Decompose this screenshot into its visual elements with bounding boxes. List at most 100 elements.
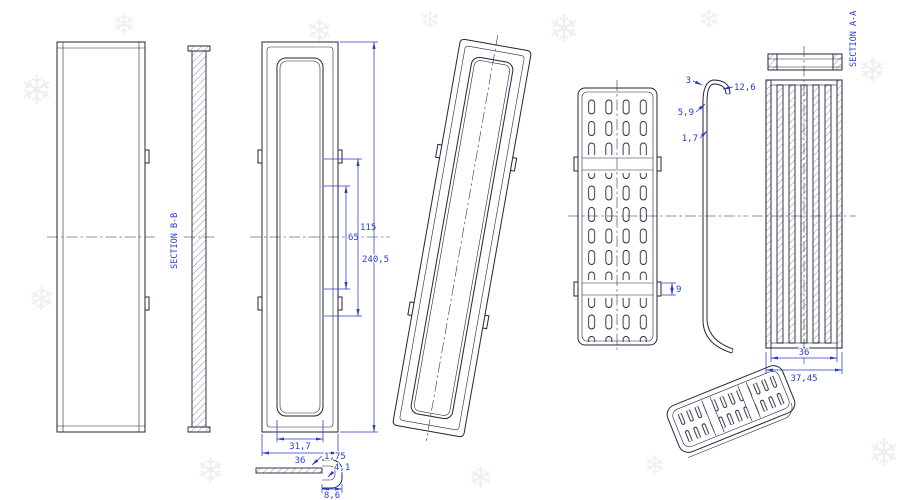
watermark-glyph: ❄ bbox=[548, 7, 580, 51]
profile-end-caps bbox=[726, 93, 734, 354]
clip-tabs bbox=[257, 149, 343, 311]
dim-text-240-5: 240,5 bbox=[362, 255, 389, 265]
dim-text-1-75: 1,75 bbox=[324, 452, 346, 462]
view-frame-front: 65 115 240,5 31,7 36 bbox=[250, 41, 390, 467]
dim-frame-width: 36 bbox=[261, 434, 339, 467]
watermark-glyph: ❄ bbox=[420, 6, 440, 34]
dim-text-4-1: 4,1 bbox=[334, 463, 350, 473]
watermark-glyph: ❄ bbox=[644, 451, 666, 481]
view-section-aa: 36 37,45 SECTION A-A bbox=[752, 10, 860, 385]
clip-inner bbox=[322, 465, 336, 481]
dim-grille-tab: 9 bbox=[662, 282, 683, 296]
clip-tabs bbox=[573, 156, 662, 297]
face-edge bbox=[399, 45, 525, 431]
dim-text-3: 3 bbox=[686, 76, 691, 86]
view-front-elevation bbox=[47, 41, 155, 433]
dim-extension-lines bbox=[662, 282, 676, 296]
inner-edges bbox=[57, 42, 145, 432]
centerline bbox=[425, 35, 499, 441]
top-view-end-sections bbox=[767, 53, 843, 71]
vent-slot-band bbox=[583, 173, 652, 280]
dim-leader bbox=[695, 103, 706, 113]
dim-text-37-45: 37,45 bbox=[790, 374, 817, 384]
dim-grille-rib-span: 36 bbox=[770, 347, 838, 362]
dim-grille-width: 37,45 bbox=[765, 352, 843, 385]
watermark-glyph: ❄ bbox=[196, 451, 225, 491]
ribs bbox=[776, 84, 832, 344]
dim-hook-depth: 5,9 bbox=[676, 103, 706, 119]
detail-wall-section: 1,75 4,1 8,6 bbox=[255, 451, 352, 500]
top-view-edges bbox=[768, 58, 842, 68]
dim-text-9: 9 bbox=[676, 285, 681, 295]
dim-extension-lines bbox=[770, 348, 838, 362]
outer-outline bbox=[392, 38, 532, 438]
dim-text-1-7: 1,7 bbox=[682, 134, 698, 144]
view-section-bb: SECTION B-B bbox=[169, 45, 216, 433]
dim-leader bbox=[722, 86, 734, 90]
view-grille-iso bbox=[666, 365, 796, 458]
outer-outline bbox=[261, 41, 339, 433]
section-bb-label: SECTION B-B bbox=[170, 213, 180, 269]
watermark-glyph: ❄ bbox=[20, 68, 54, 114]
clip-tabs bbox=[145, 149, 150, 311]
dim-text-65: 65 bbox=[348, 233, 359, 243]
dim-text-36: 36 bbox=[799, 348, 810, 358]
strap-mask bbox=[701, 397, 725, 436]
outer-outline bbox=[577, 87, 658, 346]
dim-extension-lines bbox=[324, 158, 362, 317]
outer-outline bbox=[666, 365, 796, 453]
vent-slot-band bbox=[583, 97, 652, 155]
dim-extension-lines bbox=[340, 41, 378, 433]
view-frame-tilted bbox=[392, 35, 532, 441]
dim-hook-width: 12,6 bbox=[722, 82, 757, 94]
dim-text-8-6: 8,6 bbox=[324, 491, 340, 500]
watermark-glyph: ❄ bbox=[858, 51, 887, 91]
dim-opening-width: 31,7 bbox=[276, 420, 324, 453]
opening-inner-edge bbox=[279, 60, 321, 414]
watermark-glyph: ❄ bbox=[306, 12, 333, 50]
section-body bbox=[191, 50, 207, 428]
opening-outline bbox=[276, 57, 324, 417]
outer-outline bbox=[56, 41, 146, 433]
dim-text-31-7: 31,7 bbox=[289, 442, 311, 452]
wall-strip bbox=[255, 467, 323, 474]
frame-edge bbox=[266, 46, 334, 428]
cross-straps bbox=[701, 382, 761, 436]
strap-mask bbox=[737, 382, 761, 421]
vent-slot-band bbox=[677, 375, 785, 443]
watermark-glyph: ❄ bbox=[698, 5, 720, 35]
dim-clip-height: 4,1 bbox=[327, 462, 352, 478]
watermark-glyph: ❄ bbox=[468, 461, 493, 496]
watermark-glyph: ❄ bbox=[868, 431, 900, 475]
dim-profile-thickness: 1,7 bbox=[680, 130, 708, 145]
profile-inner bbox=[706, 83, 734, 350]
opening-inner-edge bbox=[414, 60, 510, 416]
watermarks: ❄ ❄ ❄ ❄ ❄ ❄ ❄ ❄ ❄ ❄ ❄ ❄ bbox=[20, 5, 900, 496]
vent-slot-band bbox=[583, 298, 652, 342]
dim-wall-thickness: 1,75 bbox=[311, 451, 347, 466]
dim-text-12-6: 12,6 bbox=[734, 83, 756, 93]
depth-edge bbox=[687, 402, 793, 458]
watermark-glyph: ❄ bbox=[28, 280, 55, 318]
dim-leader bbox=[699, 130, 708, 139]
cross-straps bbox=[582, 157, 653, 296]
dim-hook-lip: 3 bbox=[684, 75, 703, 87]
dim-leader bbox=[327, 470, 335, 478]
dim-leader bbox=[311, 455, 323, 466]
dim-frame-length: 240,5 bbox=[340, 41, 390, 433]
dim-text-5-9: 5,9 bbox=[678, 108, 694, 118]
view-grille-front: 9 bbox=[568, 80, 748, 353]
view-profile-hook: 3 12,6 5,9 1,7 bbox=[676, 75, 757, 354]
dim-clip-width: 8,6 bbox=[321, 484, 343, 500]
dim-text-36: 36 bbox=[295, 456, 306, 466]
top-view-outline bbox=[767, 53, 843, 71]
dim-frame-inner-span: 65 bbox=[324, 185, 360, 290]
end-lips bbox=[187, 45, 211, 433]
opening-outline bbox=[410, 56, 514, 420]
profile-outer bbox=[702, 79, 733, 354]
dim-leader bbox=[692, 80, 703, 86]
section-aa-label: SECTION A-A bbox=[849, 11, 859, 67]
watermark-glyph: ❄ bbox=[112, 8, 135, 41]
